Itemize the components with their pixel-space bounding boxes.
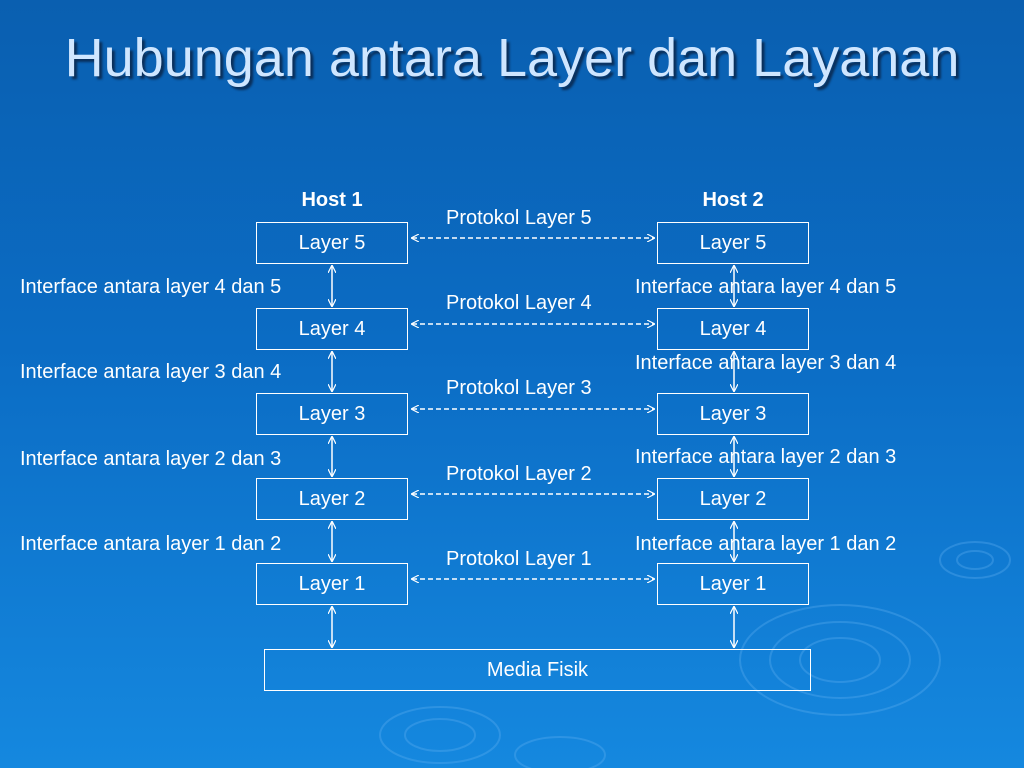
page-title: Hubungan antara Layer dan Layanan — [64, 28, 960, 88]
protocol-label-1: Protokol Layer 1 — [446, 548, 592, 570]
protocol-label-5: Protokol Layer 5 — [446, 207, 592, 229]
interface-label-h2-12: Interface antara layer 1 dan 2 — [635, 533, 897, 555]
host1-layer-4: Layer 4 — [256, 308, 408, 350]
host2-layer-5: Layer 5 — [657, 222, 809, 264]
protocol-label-4: Protokol Layer 4 — [446, 292, 592, 314]
interface-label-h1-23: Interface antara layer 2 dan 3 — [20, 448, 282, 470]
host2-layer-1: Layer 1 — [657, 563, 809, 605]
interface-label-h2-34: Interface antara layer 3 dan 4 — [635, 352, 897, 374]
interface-label-h1-45: Interface antara layer 4 dan 5 — [20, 276, 282, 298]
protocol-label-3: Protokol Layer 3 — [446, 377, 592, 399]
protocol-label-2: Protokol Layer 2 — [446, 463, 592, 485]
media-fisik-box: Media Fisik — [264, 649, 811, 691]
interface-label-h2-23: Interface antara layer 2 dan 3 — [635, 446, 897, 468]
host-2-label: Host 2 — [702, 189, 764, 211]
host1-layer-2: Layer 2 — [256, 478, 408, 520]
host2-layer-4: Layer 4 — [657, 308, 809, 350]
host2-layer-3: Layer 3 — [657, 393, 809, 435]
interface-label-h2-45: Interface antara layer 4 dan 5 — [635, 276, 897, 298]
host2-layer-2: Layer 2 — [657, 478, 809, 520]
interface-label-h1-12: Interface antara layer 1 dan 2 — [20, 533, 282, 555]
interface-label-h1-34: Interface antara layer 3 dan 4 — [20, 361, 282, 383]
host1-layer-1: Layer 1 — [256, 563, 408, 605]
host1-layer-3: Layer 3 — [256, 393, 408, 435]
host-1-label: Host 1 — [301, 189, 363, 211]
host1-layer-5: Layer 5 — [256, 222, 408, 264]
